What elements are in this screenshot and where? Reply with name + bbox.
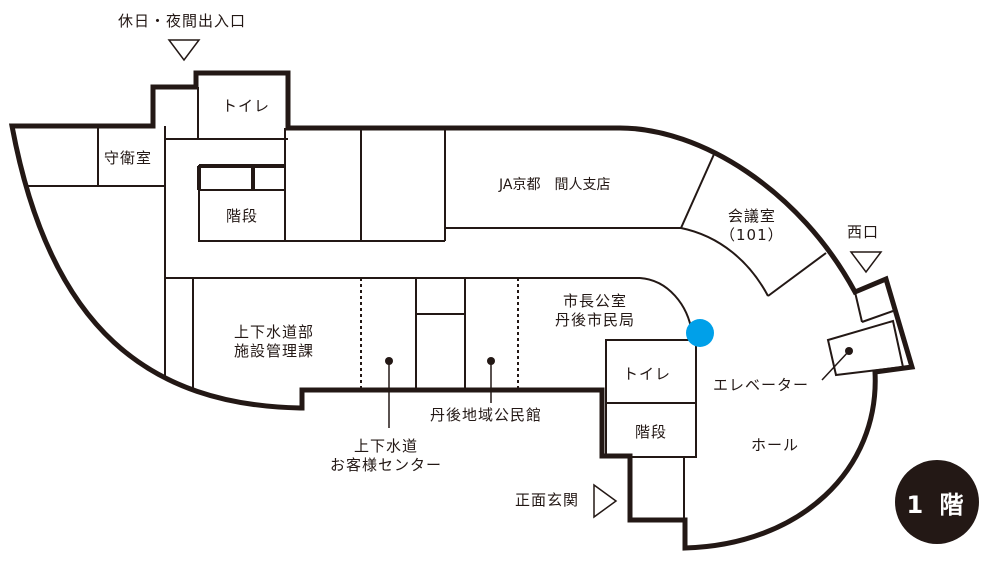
current-location-marker[interactable] [686, 319, 714, 347]
holiday-entrance-arrow [167, 39, 201, 62]
floor-badge-label: 1 階 [906, 490, 968, 519]
water-customer-center-label: 上下水道 お客様センター [330, 437, 443, 474]
ja-branch-label: JA京都 間人支店 [499, 177, 611, 193]
outer-wall [8, 70, 916, 551]
floor-badge: 1 階 [895, 460, 979, 544]
west-entrance-arrow [849, 251, 883, 274]
water-facility-label: 上下水道部 施設管理課 [234, 323, 315, 360]
main-entrance-label: 正面玄関 [515, 491, 580, 509]
stairs-south-label: 階段 [635, 423, 668, 441]
mayor-office-label: 市長公室 丹後市民局 [555, 292, 636, 329]
meeting-room-label: 会議室 （101） [720, 207, 784, 244]
stairs-north-label: 階段 [226, 207, 259, 225]
main-entrance-arrow [593, 483, 618, 519]
guard-room-label: 守衛室 [104, 149, 153, 167]
toilet-north-label: トイレ [222, 97, 271, 115]
west-entrance-label: 西口 [847, 223, 880, 241]
elevator-label: エレベーター [713, 376, 810, 394]
community-hall-label: 丹後地域公民館 [430, 406, 543, 424]
hall-label: ホール [751, 436, 800, 454]
holiday-night-entrance-label: 休日・夜間出入口 [118, 12, 247, 30]
toilet-south-label: トイレ [623, 365, 672, 383]
